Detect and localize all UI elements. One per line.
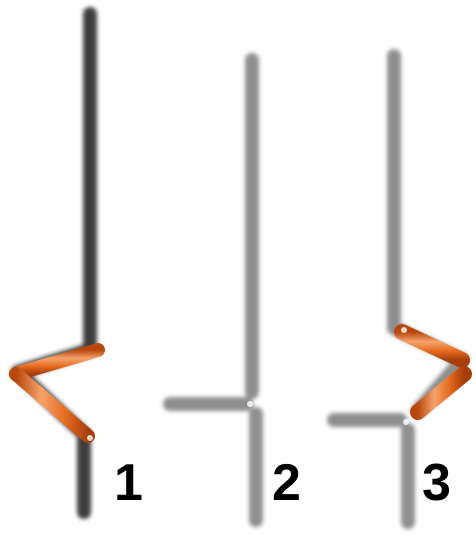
figure-3-joint-lower	[403, 419, 409, 425]
figure-2-shadow	[170, 60, 256, 520]
figure-2: 2	[170, 26, 301, 520]
figure-3-upper-diagonal	[402, 332, 462, 360]
figure-3-label: 3	[422, 454, 451, 512]
figure-1: 1	[16, 12, 143, 514]
figure-2-label: 2	[272, 454, 301, 512]
figure-3: 3	[334, 20, 464, 522]
figure-2-joint	[247, 401, 253, 407]
figure-1-label: 1	[114, 454, 143, 512]
figure-1-joint	[87, 435, 93, 441]
figure-3-joint-upper	[401, 327, 407, 333]
figure-1-lower-diagonal	[16, 374, 88, 436]
